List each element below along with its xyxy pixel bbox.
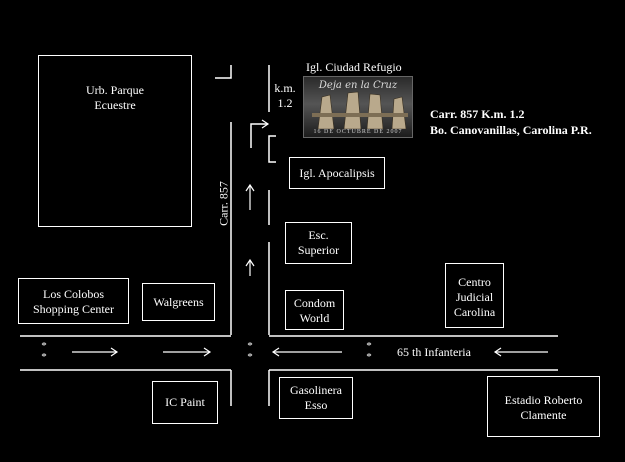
estadio-box: Estadio Roberto Clamente (487, 376, 600, 437)
igl-apocalipsis-label: Igl. Apocalipsis (299, 166, 375, 180)
condom-world-box: Condom World (285, 290, 344, 330)
crossing-stars-west: ** (39, 341, 49, 363)
carr-857-west-edge (215, 65, 232, 79)
church-banner-image: Deja en la Cruz 16 DE OCTUBRE DE 2007 (303, 76, 413, 138)
banner-date: 16 DE OCTUBRE DE 2007 (313, 129, 403, 135)
church-turn-arrow-head (261, 119, 270, 129)
banner-script: Deja en la Cruz (318, 80, 398, 91)
address-line-1: Carr. 857 K.m. 1.2 (430, 107, 525, 121)
walgreens-box: Walgreens (142, 283, 215, 321)
stars-text: ** (366, 340, 372, 363)
address-line-2: Bo. Canovanillas, Carolina P.R. (430, 123, 592, 137)
urb-parque-label: Urb. Parque Ecuestre (86, 83, 144, 112)
los-colobos-label: Los Colobos Shopping Center (33, 287, 114, 316)
carr-857-east-branch (268, 135, 276, 163)
crossing-stars-east: ** (364, 341, 374, 363)
centro-judicial-label: Centro Judicial Carolina (453, 275, 496, 319)
esc-superior-box: Esc. Superior (285, 222, 352, 264)
arrow-north-1-head (245, 183, 255, 192)
urb-parque-box: Urb. Parque Ecuestre (38, 55, 192, 227)
centro-judicial-box: Centro Judicial Carolina (445, 263, 504, 328)
address-block: Carr. 857 K.m. 1.2 Bo. Canovanillas, Car… (430, 106, 592, 138)
arrow-east-2-head (203, 347, 212, 357)
stars-text: ** (41, 340, 47, 363)
ic-paint-label: IC Paint (165, 395, 205, 409)
estadio-label: Estadio Roberto Clamente (504, 393, 583, 422)
condom-world-label: Condom World (293, 296, 336, 325)
arrow-west-1-head (271, 347, 280, 357)
walgreens-label: Walgreens (153, 295, 204, 309)
ic-paint-box: IC Paint (152, 381, 218, 424)
esc-superior-label: Esc. Superior (297, 228, 340, 257)
gasolinera-box: Gasolinera Esso (279, 377, 353, 419)
igl-ciudad-label: Igl. Ciudad Refugio (306, 60, 402, 74)
hands-illustration (312, 91, 408, 129)
infanteria-label: 65 th Infanteria (397, 345, 471, 359)
los-colobos-box: Los Colobos Shopping Center (18, 278, 129, 324)
stars-text: ** (247, 340, 253, 363)
carr-857-label: Carr. 857 (216, 181, 231, 226)
crossing-stars-center: ** (245, 341, 255, 363)
church-turn-arrow (250, 123, 268, 148)
igl-apocalipsis-box: Igl. Apocalipsis (289, 157, 385, 189)
arrow-north-2-head (245, 258, 255, 267)
km-label: k.m. 1.2 (274, 81, 296, 110)
arrow-east-1-head (110, 347, 119, 357)
arrow-west-2-head (493, 347, 502, 357)
gasolinera-label: Gasolinera Esso (290, 383, 342, 412)
